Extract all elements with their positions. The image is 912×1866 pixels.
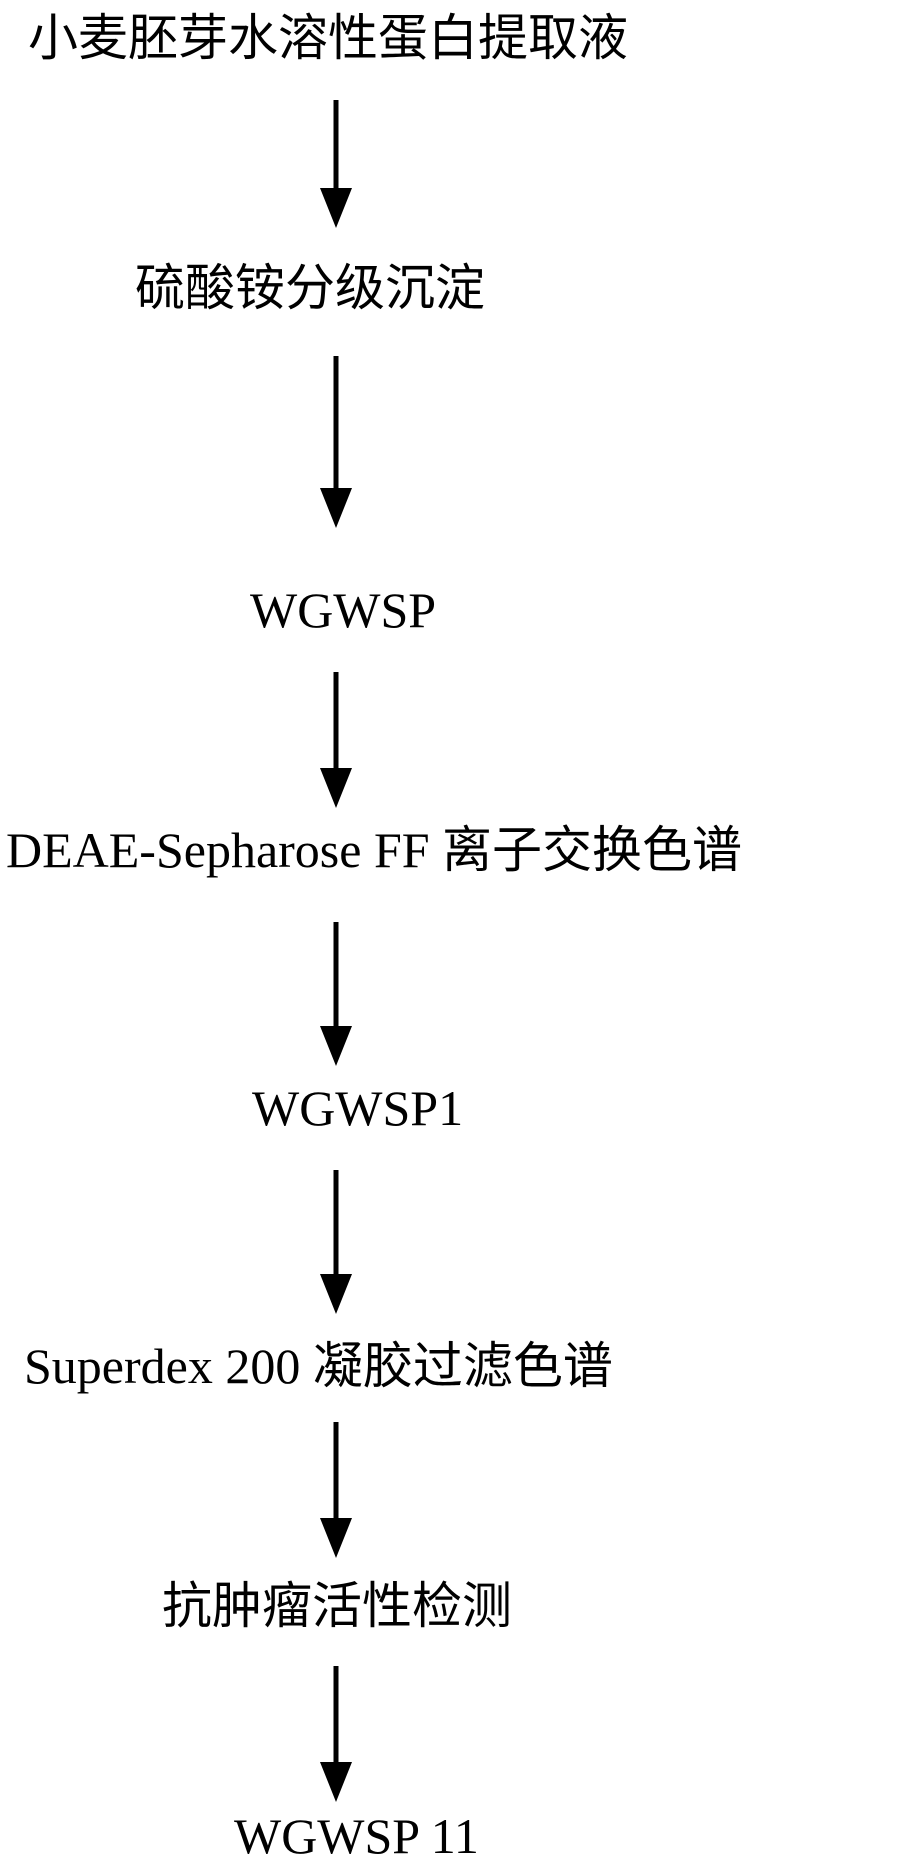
- arrow-down-icon: [316, 1666, 356, 1802]
- step-wgwsp1: WGWSP1: [252, 1078, 463, 1138]
- arrow-down-icon: [316, 356, 356, 528]
- step-wgwsp: WGWSP: [250, 580, 436, 640]
- arrow-down-icon: [316, 100, 356, 228]
- arrow-down-icon: [316, 922, 356, 1066]
- arrow-down-icon: [316, 1170, 356, 1314]
- step-extract: 小麦胚芽水溶性蛋白提取液: [28, 8, 628, 68]
- step-superdex-gel-filtration: Superdex 200 凝胶过滤色谱: [24, 1336, 613, 1396]
- step-ammonium-sulfate-precipitation: 硫酸铵分级沉淀: [135, 258, 485, 318]
- step-deae-ion-exchange: DEAE-Sepharose FF 离子交换色谱: [6, 820, 742, 880]
- step-wgwsp-11: WGWSP 11: [234, 1806, 479, 1866]
- arrow-down-icon: [316, 672, 356, 808]
- step-antitumor-assay: 抗肿瘤活性检测: [162, 1576, 512, 1636]
- arrow-down-icon: [316, 1422, 356, 1558]
